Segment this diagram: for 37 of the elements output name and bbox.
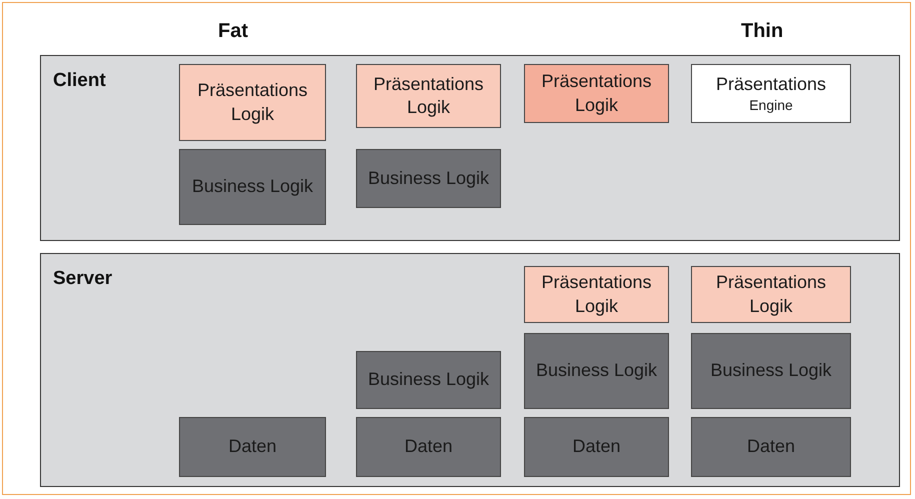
box-label: Business Logik <box>536 359 658 382</box>
logic-box <box>524 333 669 409</box>
box-label: Daten <box>572 435 621 458</box>
box-label: Business Logik <box>368 368 490 392</box>
box-label: Business Logik <box>710 359 832 382</box>
box-label: Präsentations Logik <box>196 79 309 126</box>
box-label: Präsentations Logik <box>540 70 653 117</box>
tier-band <box>40 253 900 487</box>
column-heading: Thin <box>741 20 784 43</box>
logic-box <box>524 417 669 477</box>
tier-label: Client <box>53 70 106 92</box>
box-label: Daten <box>228 435 277 458</box>
tier-band <box>40 55 900 241</box>
logic-box <box>356 351 501 409</box>
logic-box <box>356 417 501 477</box>
logic-box <box>356 149 501 208</box>
box-label: Präsentations <box>716 72 826 96</box>
box-label: Business Logik <box>192 175 314 198</box>
box-label: Business Logik <box>368 166 490 190</box>
box-label: Präsentations Logik <box>372 72 485 119</box>
box-label: Daten <box>746 435 796 458</box>
box-label: Präsentations Logik <box>714 271 828 318</box>
box-label: Daten <box>404 435 453 458</box>
logic-box <box>691 266 851 323</box>
box-label: Präsentations Logik <box>540 271 653 318</box>
logic-box <box>179 149 326 225</box>
logic-box <box>691 417 851 477</box>
tier-label: Server <box>53 268 112 290</box>
logic-box <box>179 64 326 141</box>
logic-box <box>356 64 501 128</box>
logic-box <box>524 64 669 123</box>
logic-box <box>691 333 851 409</box>
logic-box <box>691 64 851 123</box>
logic-box <box>524 266 669 323</box>
logic-box <box>179 417 326 477</box>
column-heading: Fat <box>218 20 248 43</box>
box-label: Engine <box>749 96 793 114</box>
